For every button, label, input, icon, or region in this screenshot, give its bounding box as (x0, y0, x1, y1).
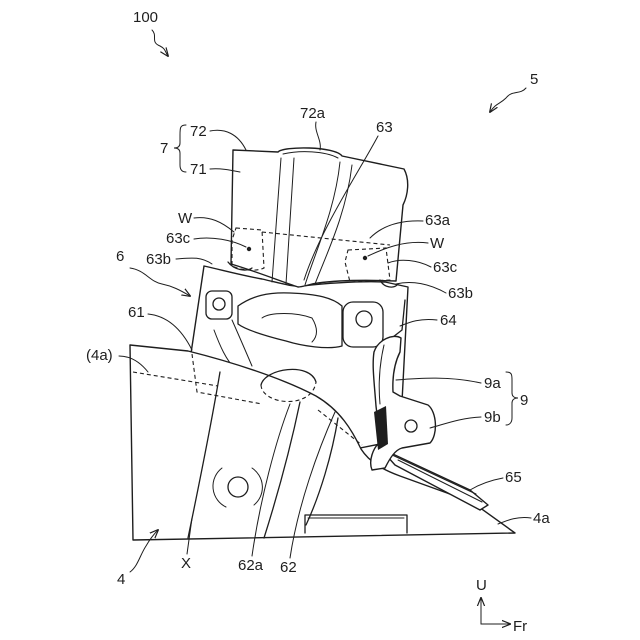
label-w-right: W (430, 235, 445, 252)
label-7: 7 (160, 140, 168, 157)
label-x: X (181, 555, 191, 572)
leader-4a (498, 517, 531, 524)
label-72: 72 (190, 123, 207, 140)
label-4a-paren: (4a) (86, 347, 113, 364)
leader-9a (396, 378, 481, 383)
label-4a: 4a (533, 510, 550, 527)
label-65: 65 (505, 469, 522, 486)
leader-72 (210, 130, 246, 150)
label-9a: 9a (484, 375, 501, 392)
leader-100-arrow (152, 30, 168, 56)
label-62: 62 (280, 559, 297, 576)
label-63b-left: 63b (146, 251, 171, 268)
label-63: 63 (376, 119, 393, 136)
leader-63b-left (176, 258, 212, 264)
leader-61 (148, 314, 192, 350)
axis-front-label: Fr (513, 618, 527, 635)
weld-point-left (247, 247, 251, 251)
label-64: 64 (440, 312, 457, 329)
label-62a: 62a (238, 557, 264, 574)
leader-6-arrow (130, 268, 190, 296)
label-9: 9 (520, 392, 528, 409)
label-61: 61 (128, 304, 145, 321)
label-63a: 63a (425, 212, 451, 229)
label-63b-right: 63b (448, 285, 473, 302)
label-100: 100 (133, 9, 158, 26)
weld-point-right (363, 256, 367, 260)
label-w-left: W (178, 210, 193, 227)
label-63c-left: 63c (166, 230, 191, 247)
label-9b: 9b (484, 409, 501, 426)
leader-w-left (194, 218, 234, 232)
leader-65 (470, 478, 503, 490)
label-4: 4 (117, 571, 125, 588)
label-5: 5 (530, 71, 538, 88)
panel-7-outline (231, 148, 408, 287)
leader-9b (430, 417, 481, 428)
leader-72a (316, 122, 321, 150)
label-72a: 72a (300, 105, 326, 122)
label-71: 71 (190, 161, 207, 178)
label-63c-right: 63c (433, 259, 458, 276)
axis-up-label: U (476, 577, 487, 594)
leader-5-arrow (490, 88, 526, 112)
brace-7 (174, 125, 186, 172)
label-6: 6 (116, 248, 124, 265)
brace-9 (506, 372, 518, 425)
